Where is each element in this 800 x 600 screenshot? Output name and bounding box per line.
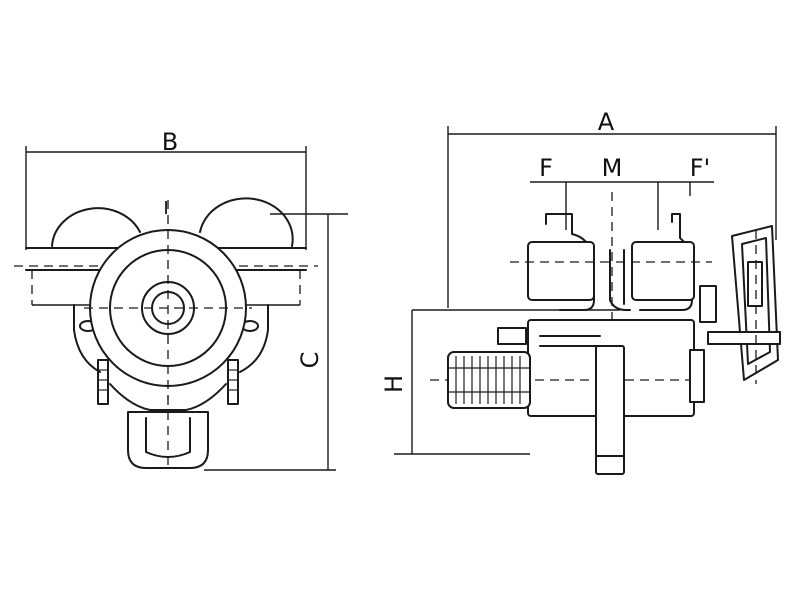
suspension-bolts [97,359,239,405]
side-plate [73,304,269,373]
dimension-a: A [447,108,777,308]
label-f: F [539,154,553,182]
label-f-prime: F' [690,154,710,182]
label-a: A [598,108,615,136]
right-wheel [199,197,294,247]
label-b: B [162,128,178,156]
front-view: B I [14,128,348,471]
side-wheels [510,213,712,311]
left-wheel [51,207,141,247]
dimension-c: C [204,213,348,471]
hook-lug [127,411,209,469]
label-c: C [296,352,324,369]
motor [447,327,531,409]
dimension-f-m-f: F M F' [530,154,714,230]
chain-wheel [707,225,781,384]
dimension-b: B [25,128,307,250]
lower-body [109,383,227,411]
label-i: I [163,198,168,219]
side-view: A F M F' [380,108,781,475]
hook-slot [145,417,191,458]
front-gear [84,200,252,400]
end-plate [689,285,717,403]
dimension-h: H [380,309,620,455]
label-h: H [380,375,408,393]
label-m: M [602,154,623,182]
gearbox-body [430,319,700,475]
